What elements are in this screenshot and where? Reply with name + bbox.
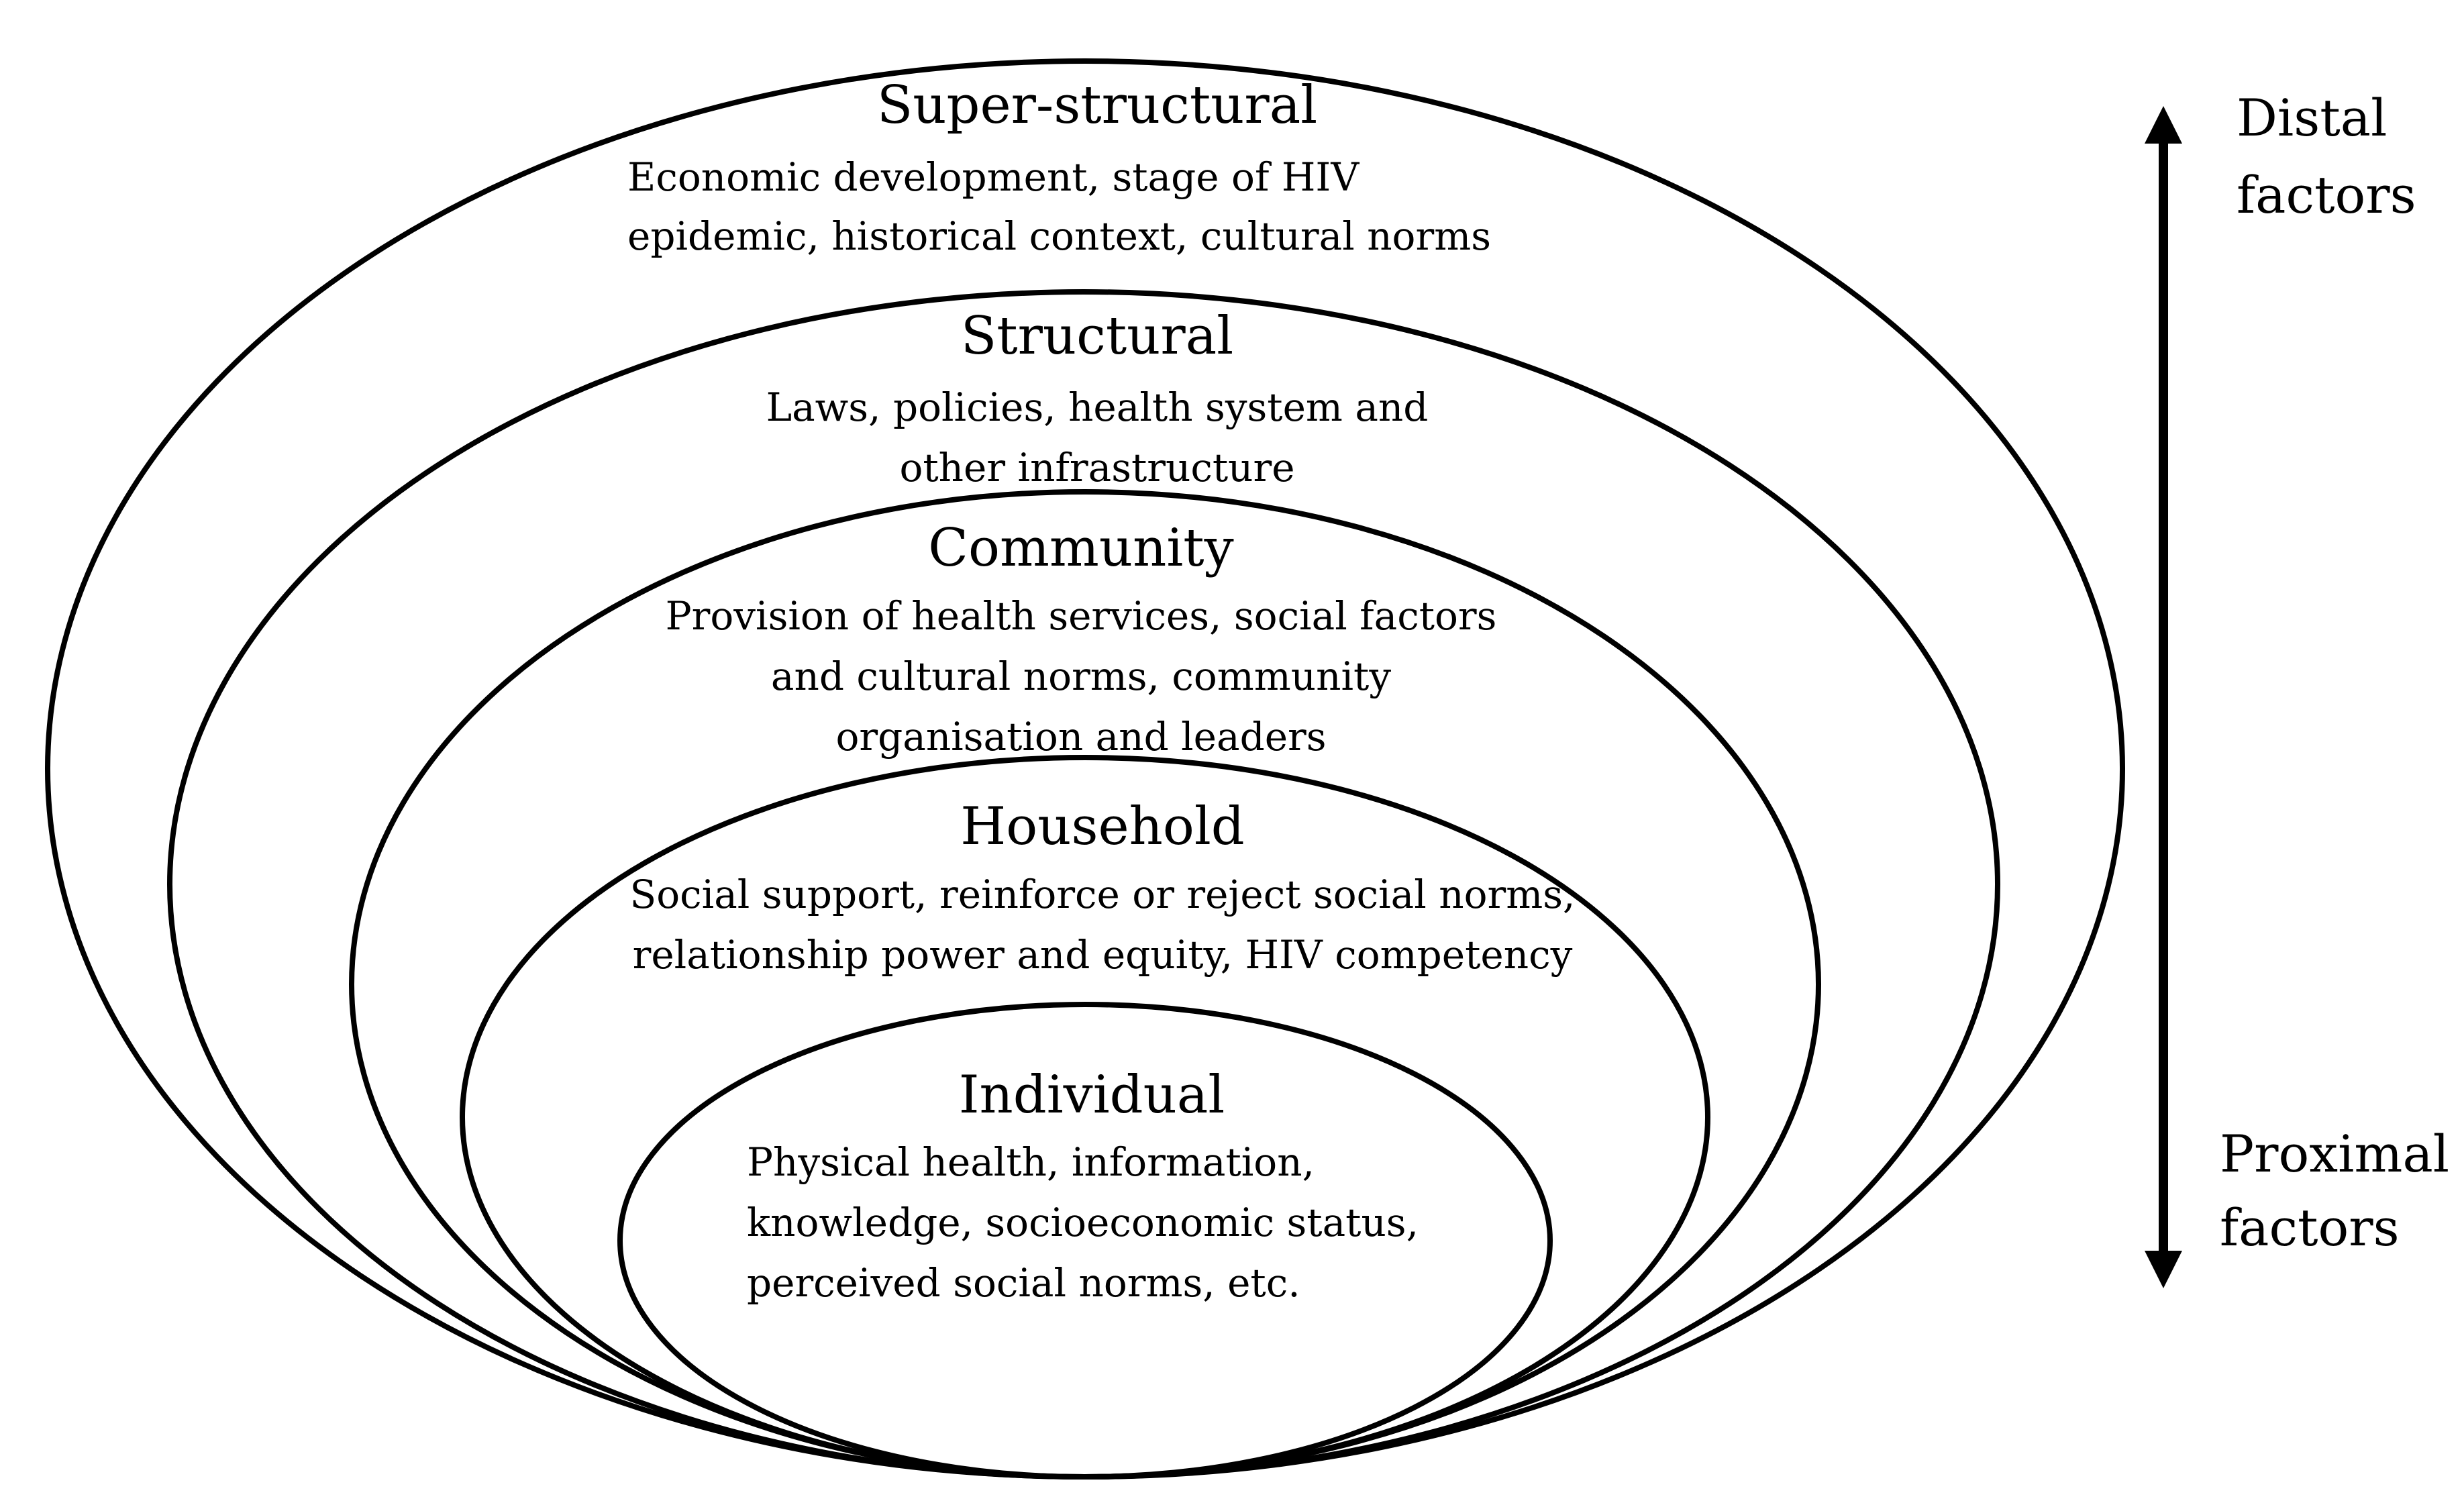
layer-desc-household-2: relationship power and equity, HIV compe…	[633, 932, 1573, 978]
layer-desc-community-1: Provision of health services, social fac…	[666, 593, 1497, 639]
proximal-label-line2: factors	[2220, 1198, 2400, 1257]
layer-desc-structural-2: other infrastructure	[899, 445, 1294, 490]
layer-desc-community-3: organisation and leaders	[835, 714, 1326, 760]
layer-desc-individual-2: knowledge, socioeconomic status,	[747, 1200, 1419, 1245]
layer-desc-individual-1: Physical health, information,	[747, 1139, 1315, 1185]
layer-title-structural: Structural	[961, 306, 1233, 366]
layer-desc-household-1: Social support, reinforce or reject soci…	[630, 872, 1576, 917]
ring-individual	[617, 1002, 1553, 1480]
layer-title-super-structural: Super-structural	[877, 75, 1317, 136]
proximal-label-line1: Proximal	[2220, 1124, 2449, 1184]
layer-title-community: Community	[928, 518, 1233, 578]
ring-community	[349, 489, 1821, 1480]
layer-desc-super-structural-2: epidemic, historical context, cultural n…	[627, 213, 1491, 259]
layer-desc-structural-1: Laws, policies, health system and	[766, 384, 1429, 430]
layer-desc-individual-3: perceived social norms, etc.	[747, 1260, 1300, 1306]
distal-label-line1: Distal	[2237, 88, 2387, 148]
layer-title-individual: Individual	[959, 1065, 1225, 1125]
distal-label-line2: factors	[2237, 165, 2416, 225]
layer-desc-community-2: and cultural norms, community	[771, 654, 1391, 699]
layer-desc-super-structural-1: Economic development, stage of HIV	[627, 154, 1359, 200]
layer-title-household: Household	[960, 796, 1244, 857]
